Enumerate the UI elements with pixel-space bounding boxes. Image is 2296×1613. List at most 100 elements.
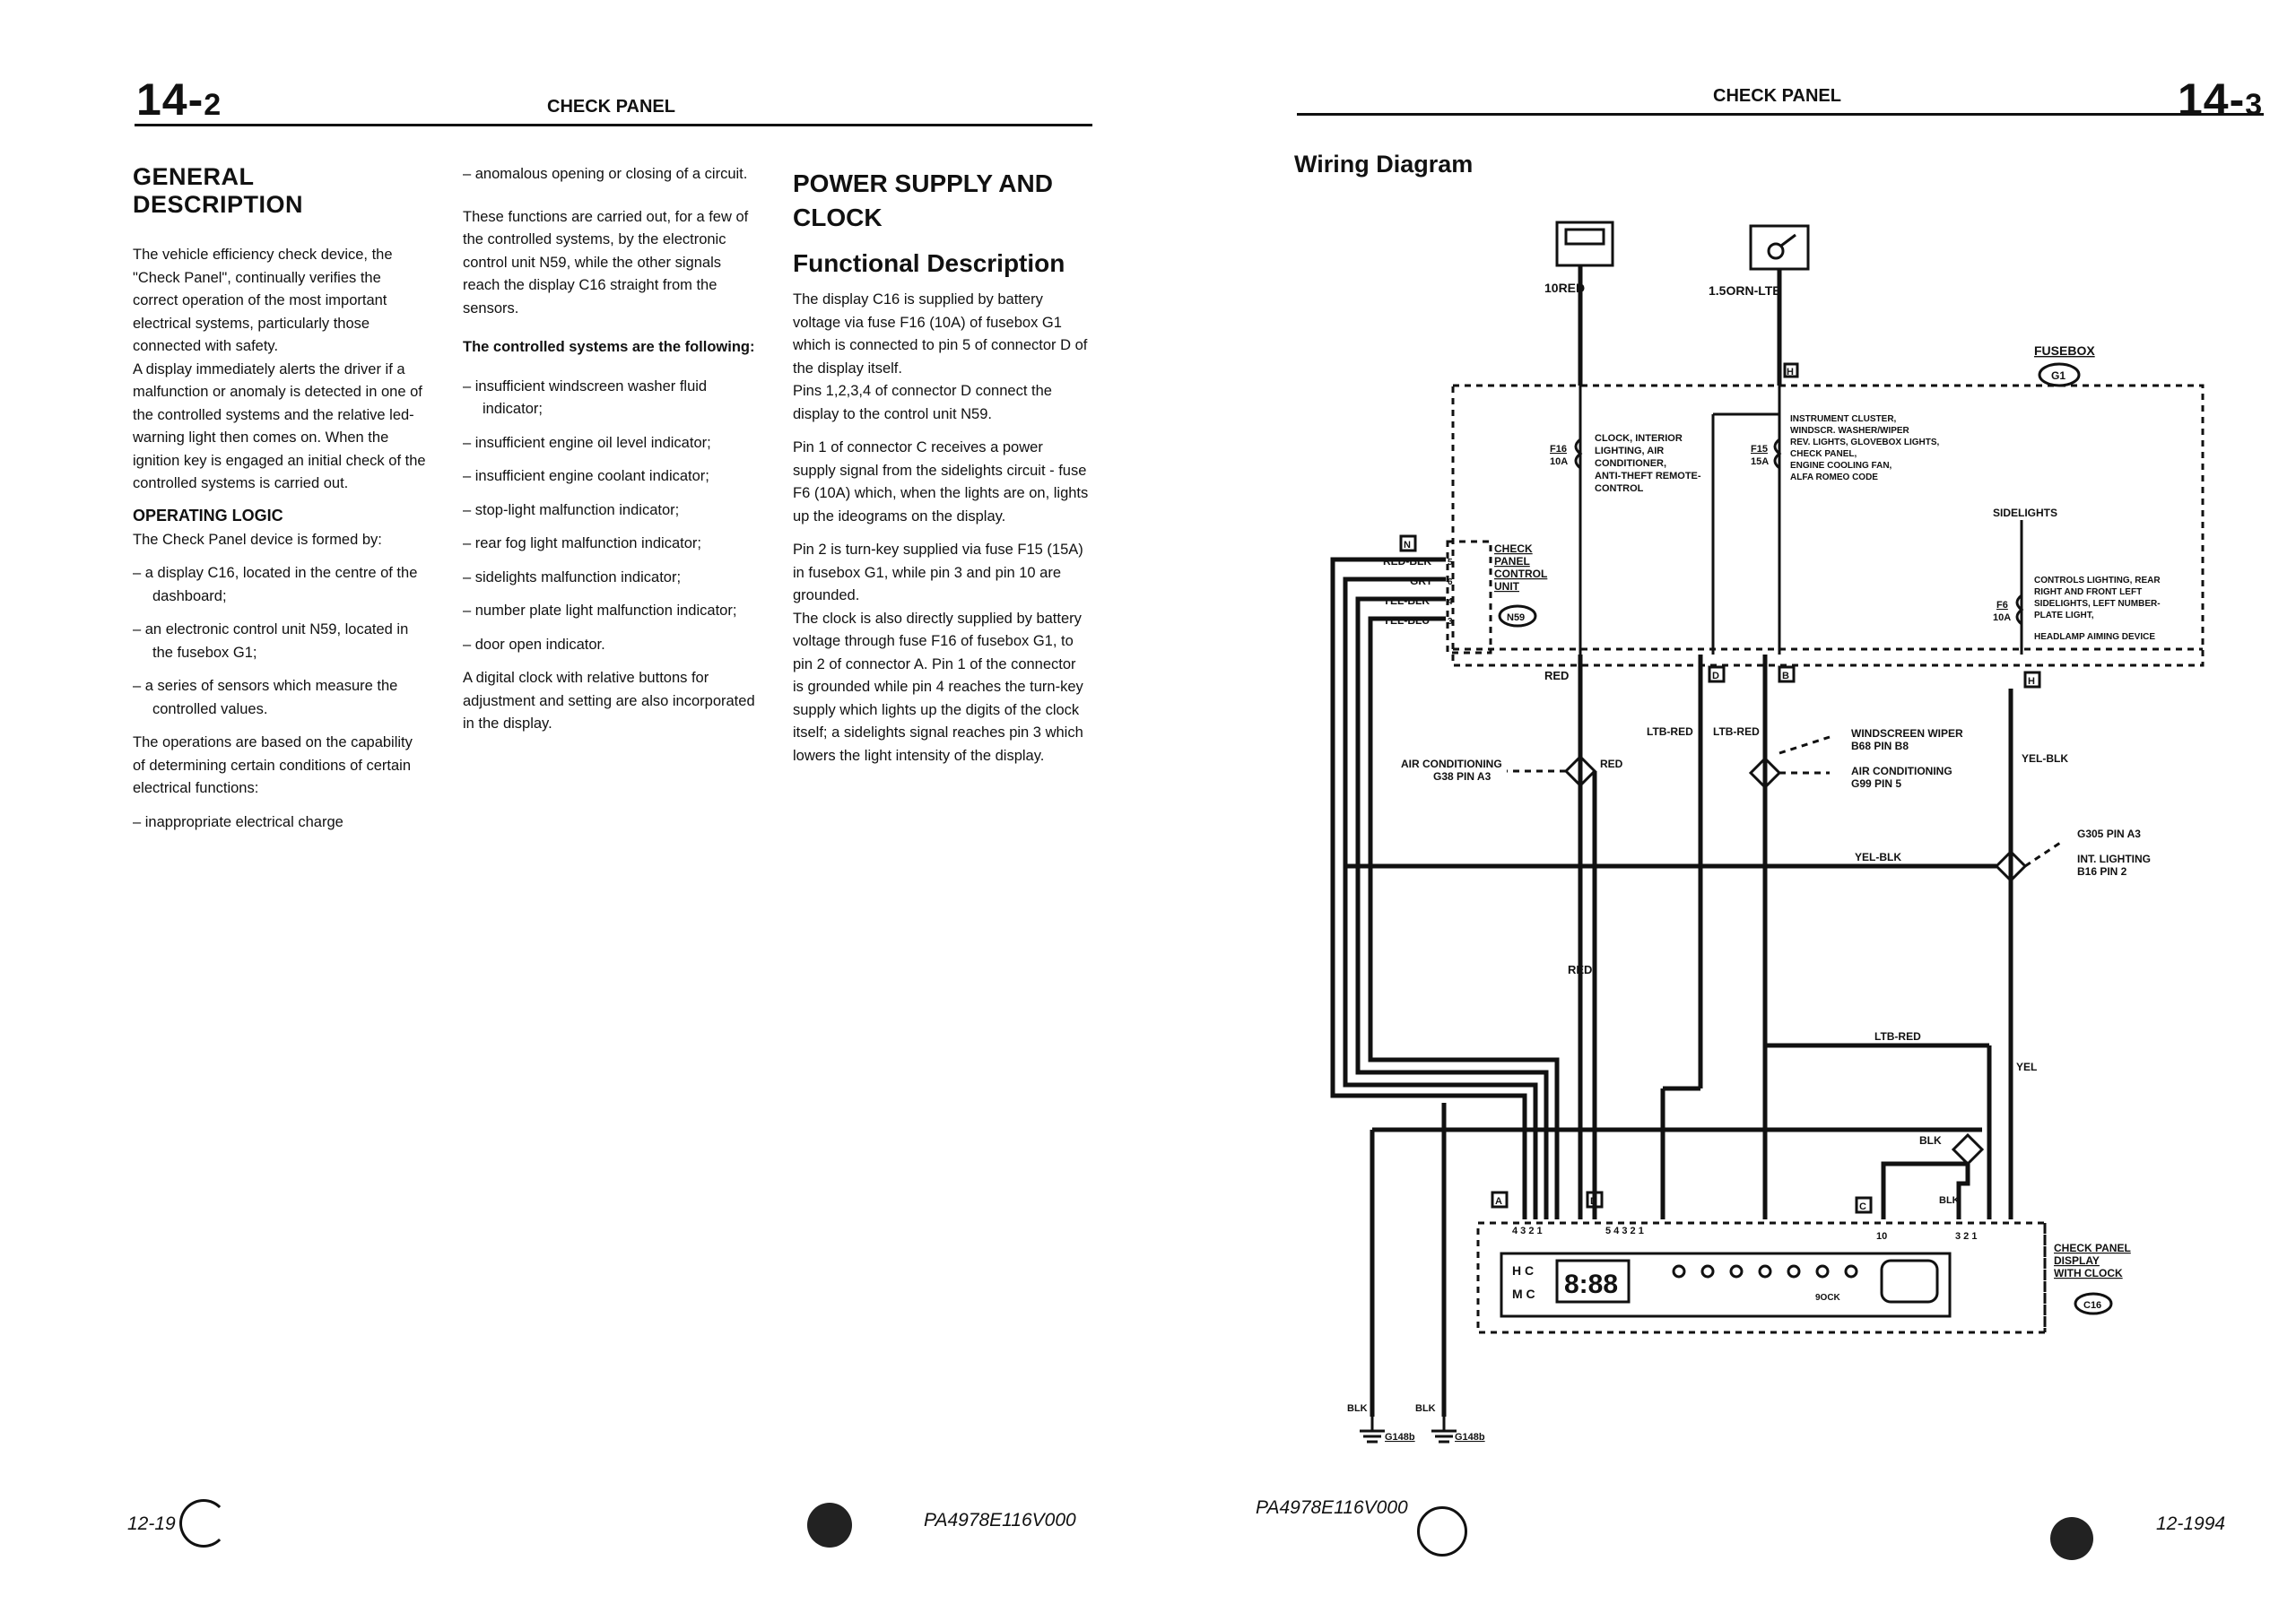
display-label: CHECK PANEL [2054, 1242, 2131, 1254]
list-item: – door open indicator. [463, 636, 605, 653]
svg-text:ANTI-THEFT REMOTE-: ANTI-THEFT REMOTE- [1595, 471, 1701, 481]
right-footer-code: PA4978E116V000 [1256, 1497, 1408, 1518]
svg-text:G38 PIN A3: G38 PIN A3 [1433, 770, 1492, 783]
svg-text:AIR CONDITIONING: AIR CONDITIONING [1851, 765, 1952, 777]
paragraph: The display C16 is supplied by battery v… [793, 291, 1088, 377]
ground-icon [1431, 1429, 1457, 1444]
fusebox-label: FUSEBOX [2034, 343, 2095, 358]
ecu-id-badge [1498, 604, 1537, 628]
svg-text:LIGHTING, AIR: LIGHTING, AIR [1595, 446, 1664, 456]
display-panel [1500, 1252, 1952, 1318]
paragraph: These functions are carried out, for a f… [463, 208, 749, 317]
display-id-badge [2074, 1292, 2113, 1315]
svg-text:BLK: BLK [1939, 1195, 1960, 1206]
right-header-rule [1297, 113, 2264, 116]
paragraph: The Check Panel device is formed by: [133, 531, 382, 548]
svg-text:CHECK PANEL,: CHECK PANEL, [1790, 449, 1857, 459]
svg-text:10: 10 [1876, 1231, 1887, 1242]
svg-text:5: 5 [1448, 558, 1453, 568]
svg-text:SIDELIGHTS, LEFT NUMBER-: SIDELIGHTS, LEFT NUMBER- [2034, 599, 2161, 609]
battery-icon [1555, 221, 1614, 267]
indicator-cluster-icon [1880, 1259, 1939, 1304]
paragraph: The controlled systems are the following… [463, 339, 755, 355]
svg-text:RED: RED [1568, 963, 1592, 976]
list-item: – stop-light malfunction indicator; [463, 501, 680, 518]
left-page-number: 14-2 [136, 74, 222, 125]
ecu-label: CHECK [1494, 542, 1533, 555]
paragraph: The vehicle efficiency check device, the… [133, 247, 393, 354]
left-column-2: – anomalous opening or closing of a circ… [463, 163, 759, 747]
svg-text:LTB-RED: LTB-RED [1647, 725, 1693, 738]
svg-text:F16: F16 [1550, 444, 1567, 455]
paragraph: Pins 1,2,3,4 of connector D connect the … [793, 383, 1052, 422]
left-column-1: GENERAL DESCRIPTION The vehicle efficien… [133, 163, 429, 845]
svg-text:RED: RED [1600, 758, 1623, 770]
left-running-title: CHECK PANEL [547, 97, 675, 117]
clock-digits: 8:88 [1564, 1270, 1618, 1299]
svg-text:C16: C16 [2083, 1300, 2101, 1311]
ecu-n59-connector [1446, 540, 1492, 655]
fusebox-id-badge [2038, 362, 2081, 387]
svg-text:BLK: BLK [1347, 1403, 1368, 1414]
list-item: – sidelights malfunction indicator; [463, 568, 682, 585]
operating-logic-heading: OPERATING LOGIC [133, 506, 283, 525]
svg-text:INT. LIGHTING: INT. LIGHTING [2077, 853, 2151, 865]
svg-text:H C: H C [1512, 1263, 1534, 1278]
list-item: – anomalous opening or closing of a circ… [463, 166, 748, 182]
alfa-romeo-logo-icon [2050, 1517, 2093, 1560]
list-item: – an electronic control unit N59, locate… [133, 621, 409, 661]
svg-text:ENGINE COOLING FAN,: ENGINE COOLING FAN, [1790, 461, 1892, 471]
alfa-romeo-logo-icon [807, 1503, 852, 1548]
svg-text:PANEL: PANEL [1494, 555, 1530, 568]
svg-text:G1: G1 [2051, 369, 2066, 382]
svg-text:4 3 2 1: 4 3 2 1 [1512, 1226, 1543, 1236]
svg-text:6: 6 [1448, 577, 1453, 587]
svg-text:H: H [1787, 367, 1794, 377]
svg-text:YEL: YEL [2016, 1061, 2037, 1073]
punch-hole-mark [1417, 1506, 1467, 1557]
svg-text:LTB-RED: LTB-RED [1713, 725, 1760, 738]
ground-icon [1360, 1429, 1385, 1444]
svg-text:5 4 3 2 1: 5 4 3 2 1 [1605, 1226, 1644, 1236]
list-item: – inappropriate electrical charge [133, 813, 344, 830]
fusebox-outline [1451, 384, 2205, 667]
svg-text:AIR CONDITIONING: AIR CONDITIONING [1401, 758, 1502, 770]
svg-text:N59: N59 [1507, 612, 1525, 623]
svg-text:DISPLAY: DISPLAY [2054, 1254, 2100, 1267]
svg-text:BLK: BLK [1415, 1403, 1436, 1414]
svg-text:HEADLAMP AIMING DEVICE: HEADLAMP AIMING DEVICE [2034, 632, 2155, 642]
svg-text:G305 PIN A3: G305 PIN A3 [2077, 828, 2141, 840]
svg-text:INSTRUMENT CLUSTER,: INSTRUMENT CLUSTER, [1790, 414, 1897, 424]
svg-text:15A: 15A [1751, 456, 1769, 467]
svg-text:LTB-RED: LTB-RED [1874, 1030, 1921, 1043]
paragraph: Pin 1 of connector C receives a power su… [793, 439, 1089, 525]
svg-text:D: D [1712, 671, 1719, 681]
left-column-3: POWER SUPPLY AND CLOCK Functional Descri… [793, 167, 1089, 778]
fuse-f15-symbol [1773, 438, 1782, 470]
svg-text:10A: 10A [1550, 456, 1568, 467]
fuse-f16-symbol [1574, 438, 1583, 470]
paragraph: A display immediately alerts the driver … [133, 360, 426, 492]
svg-text:REV. LIGHTS, GLOVEBOX LIGHTS,: REV. LIGHTS, GLOVEBOX LIGHTS, [1790, 438, 1940, 447]
list-item: – insufficient engine oil level indicato… [463, 434, 711, 451]
svg-text:10A: 10A [1993, 612, 2011, 623]
svg-text:G99 PIN 5: G99 PIN 5 [1851, 777, 1901, 790]
left-footer-page: 12-19 [127, 1513, 176, 1534]
paragraph: Pin 2 is turn-key supplied via fuse F15 … [793, 542, 1083, 603]
wiring-diagram-title: Wiring Diagram [1294, 151, 1474, 178]
sidelights-label: SIDELIGHTS [1993, 507, 2057, 519]
fuse-f6-symbol [2015, 594, 2024, 626]
svg-text:M C: M C [1512, 1287, 1535, 1301]
list-item: – insufficient engine coolant indicator; [463, 468, 709, 484]
splice-node [1951, 1132, 1985, 1166]
svg-text:PLATE LIGHT,: PLATE LIGHT, [2034, 611, 2094, 620]
clock-digits-window [1555, 1259, 1631, 1304]
list-item: – insufficient windscreen washer fluid i… [463, 377, 708, 418]
feed-label-right: 1.5ORN-LTB [1709, 283, 1781, 298]
connector-h-top [1783, 362, 1799, 378]
svg-text:YEL-BLK: YEL-BLK [1855, 851, 1901, 863]
svg-text:CLOCK, INTERIOR: CLOCK, INTERIOR [1595, 433, 1683, 444]
svg-text:ALFA ROMEO CODE: ALFA ROMEO CODE [1790, 473, 1878, 482]
svg-text:D: D [1590, 1196, 1597, 1207]
svg-text:B16 PIN 2: B16 PIN 2 [2077, 865, 2127, 878]
